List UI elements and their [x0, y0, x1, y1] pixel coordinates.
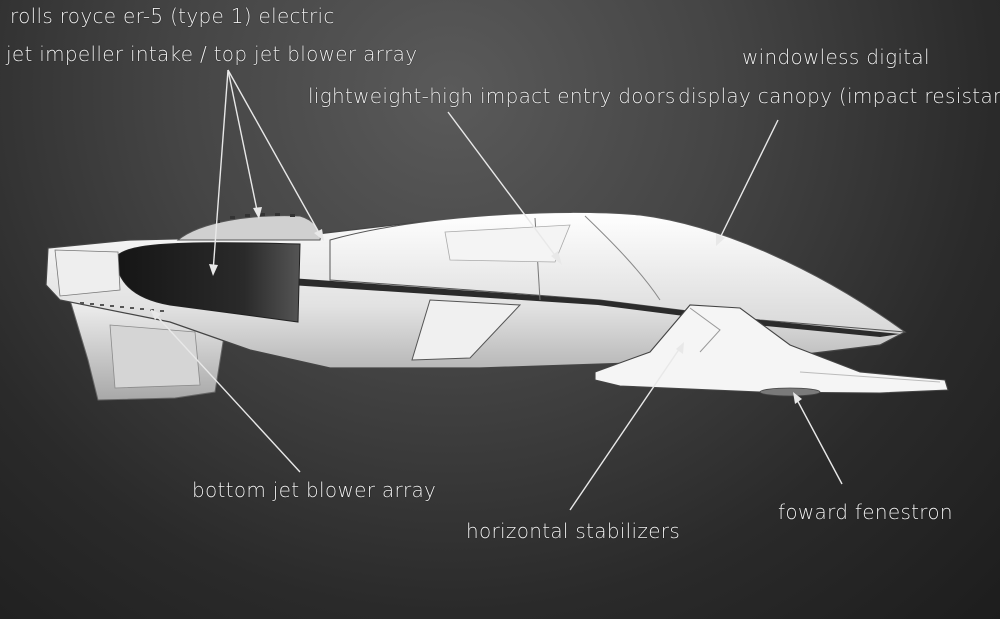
forward-fenestron — [759, 387, 821, 397]
canopy-label-line-1: windowless digital — [742, 45, 930, 69]
title-line-2: jet impeller intake / top jet blower arr… — [6, 42, 418, 66]
stabilizers-label: horizontal stabilizers — [466, 519, 681, 543]
bottom-blower-label: bottom jet blower array — [192, 478, 437, 502]
entry-doors-label: lightweight-high impact entry doors — [308, 84, 676, 108]
title-line-1: rolls royce er-5 (type 1) electric — [10, 4, 335, 28]
mid-stabilizer — [411, 299, 522, 361]
fenestron-label: foward fenestron — [778, 500, 953, 524]
front-stabilizer-pod — [594, 304, 949, 394]
leader-lines — [152, 69, 843, 511]
jet-impeller-intake — [114, 242, 301, 323]
top-blower-dome — [176, 215, 321, 241]
canopy-label-line-2: display canopy (impact resistant) — [678, 84, 1000, 108]
leader-arrowheads — [150, 207, 802, 404]
